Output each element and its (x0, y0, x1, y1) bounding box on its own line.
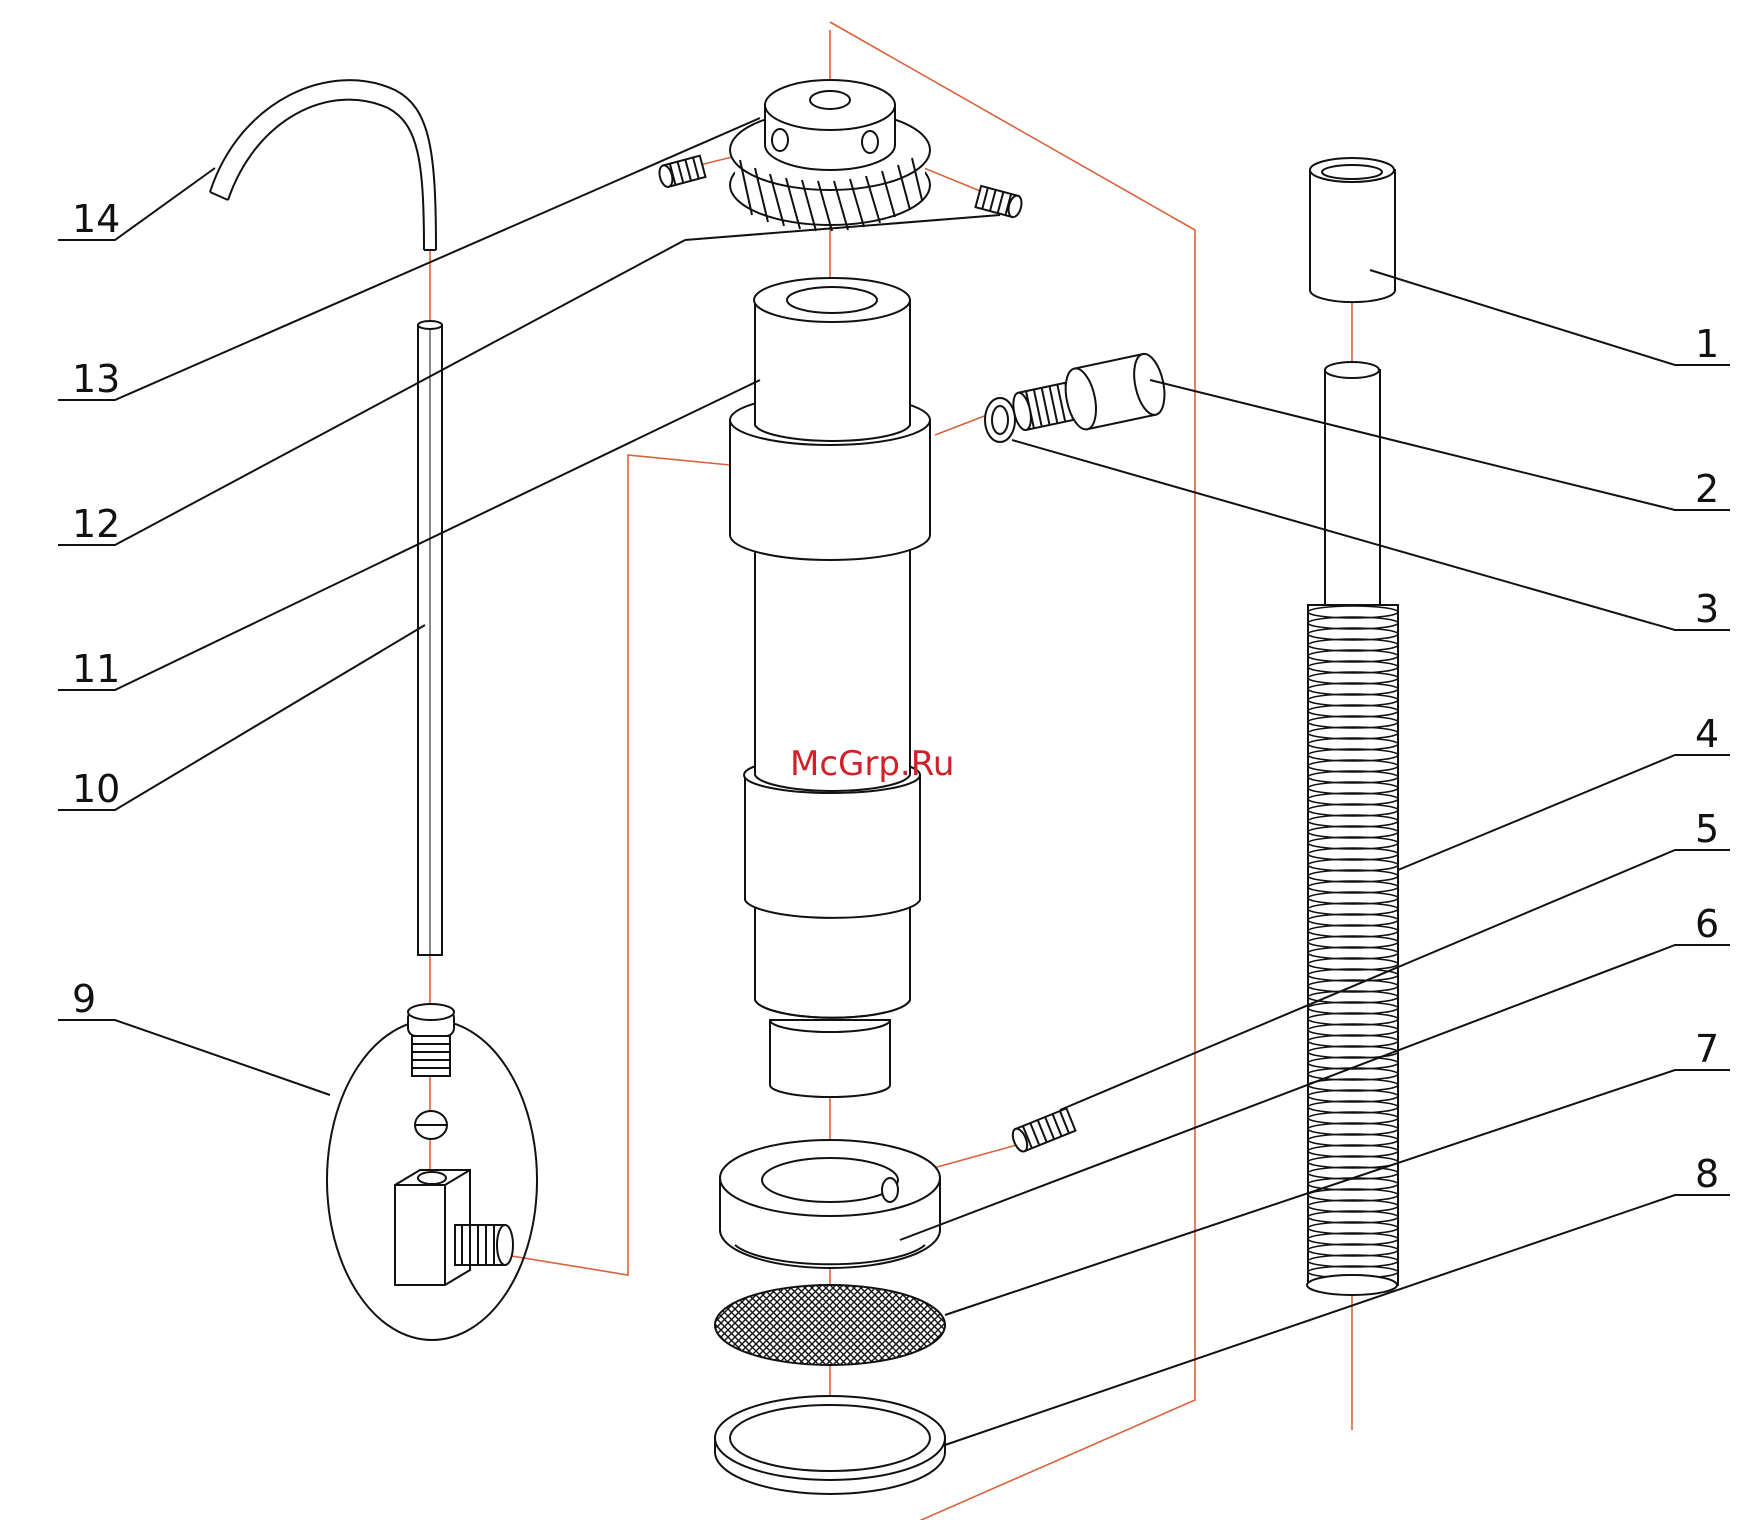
label-part-13: 13 (72, 357, 120, 401)
part-6-collar-ring (720, 1140, 940, 1268)
label-part-2: 2 (1695, 467, 1719, 511)
part-9-fitting-group (327, 1004, 537, 1340)
part-10-straight-tube (418, 321, 442, 955)
part-14-hook-tube (210, 80, 436, 250)
label-part-3: 3 (1695, 587, 1719, 631)
part-5-grub-screw (1010, 1108, 1076, 1153)
part-2-bolt (1008, 351, 1170, 443)
part-1-sleeve (1310, 158, 1395, 302)
label-part-11: 11 (72, 647, 120, 691)
label-part-9: 9 (72, 977, 96, 1021)
label-part-6: 6 (1695, 902, 1719, 946)
label-part-8: 8 (1695, 1152, 1719, 1196)
label-part-4: 4 (1695, 712, 1719, 756)
axis-link-line (505, 455, 730, 1275)
label-part-12: 12 (72, 502, 120, 546)
label-part-14: 14 (72, 197, 120, 241)
part-8-ring-seal (715, 1396, 945, 1494)
label-part-10: 10 (72, 767, 120, 811)
label-part-5: 5 (1695, 807, 1719, 851)
part-13-helical-gear (730, 80, 930, 231)
label-part-7: 7 (1695, 1027, 1719, 1071)
part-3-washer (985, 398, 1015, 442)
label-part-1: 1 (1695, 322, 1719, 366)
hook-inner-edge (228, 100, 424, 250)
watermark-text: McGrp.Ru (790, 744, 954, 784)
part-7-mesh-screen (715, 1285, 945, 1365)
part-4-threaded-rod (1307, 362, 1398, 1295)
part-11-main-shaft (730, 278, 930, 1097)
